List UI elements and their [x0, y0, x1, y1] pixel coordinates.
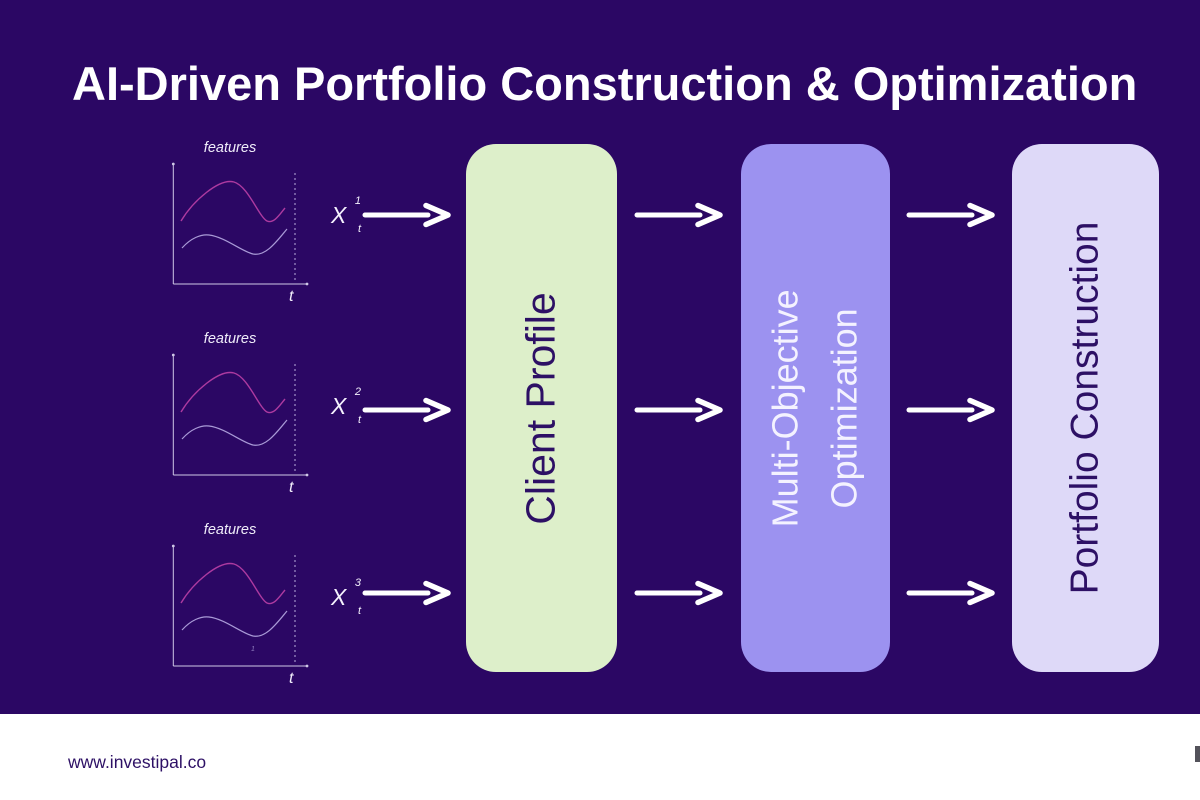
footer-edge-mark [1195, 746, 1200, 762]
stage-client-profile: Client Profile [466, 144, 617, 672]
stray-mark: 1 [251, 646, 255, 653]
arrow-right-icon [362, 397, 451, 423]
stage-label-line-2: Optimization [824, 307, 866, 509]
timeseries-chart-icon [171, 162, 309, 286]
timeseries-chart-icon: 1 [171, 544, 309, 668]
symbol-x: X [331, 584, 347, 610]
features-label: features [203, 140, 257, 156]
input-series-2: features t [165, 331, 310, 503]
symbol-superscript: 1 [354, 195, 361, 207]
time-axis-label: t [289, 670, 294, 687]
stage-label: Multi-Objective Optimization [756, 289, 875, 527]
symbol-x: X [331, 202, 347, 228]
arrow-right-icon [906, 580, 995, 606]
input-symbol-x1: X 1 t [329, 195, 363, 236]
symbol-subscript: t [357, 414, 361, 426]
input-series-1: features t [165, 140, 310, 312]
symbol-x: X [331, 393, 347, 419]
stage-label-line-1: Multi-Objective [765, 288, 807, 528]
symbol-superscript: 3 [354, 577, 361, 589]
stage-label: Portfolio Construction [1063, 221, 1107, 595]
input-symbol-x2: X 2 t [329, 386, 363, 427]
features-label: features [203, 522, 257, 538]
symbol-subscript: t [357, 605, 361, 617]
arrow-right-icon [906, 202, 995, 228]
time-axis-label: t [289, 288, 294, 305]
symbol-subscript: t [357, 223, 361, 235]
input-series-3: features 1 t [165, 522, 310, 694]
arrow-right-icon [634, 202, 723, 228]
arrow-right-icon [634, 580, 723, 606]
stage-portfolio-construction: Portfolio Construction [1012, 144, 1159, 672]
page-title: AI-Driven Portfolio Construction & Optim… [72, 57, 1138, 110]
input-symbol-x3: X 3 t [329, 577, 363, 618]
features-label: features [203, 331, 257, 347]
stage-label: Client Profile [518, 291, 564, 525]
website-url: www.investipal.co [68, 752, 207, 772]
stage-multi-objective-optimization: Multi-Objective Optimization [741, 144, 890, 672]
timeseries-chart-icon [171, 353, 309, 477]
arrow-right-icon [906, 397, 995, 423]
arrow-right-icon [634, 397, 723, 423]
arrow-right-icon [362, 580, 451, 606]
symbol-superscript: 2 [354, 386, 361, 398]
time-axis-label: t [289, 479, 294, 496]
footer-bar: www.investipal.co [0, 714, 1200, 800]
arrow-right-icon [362, 202, 451, 228]
